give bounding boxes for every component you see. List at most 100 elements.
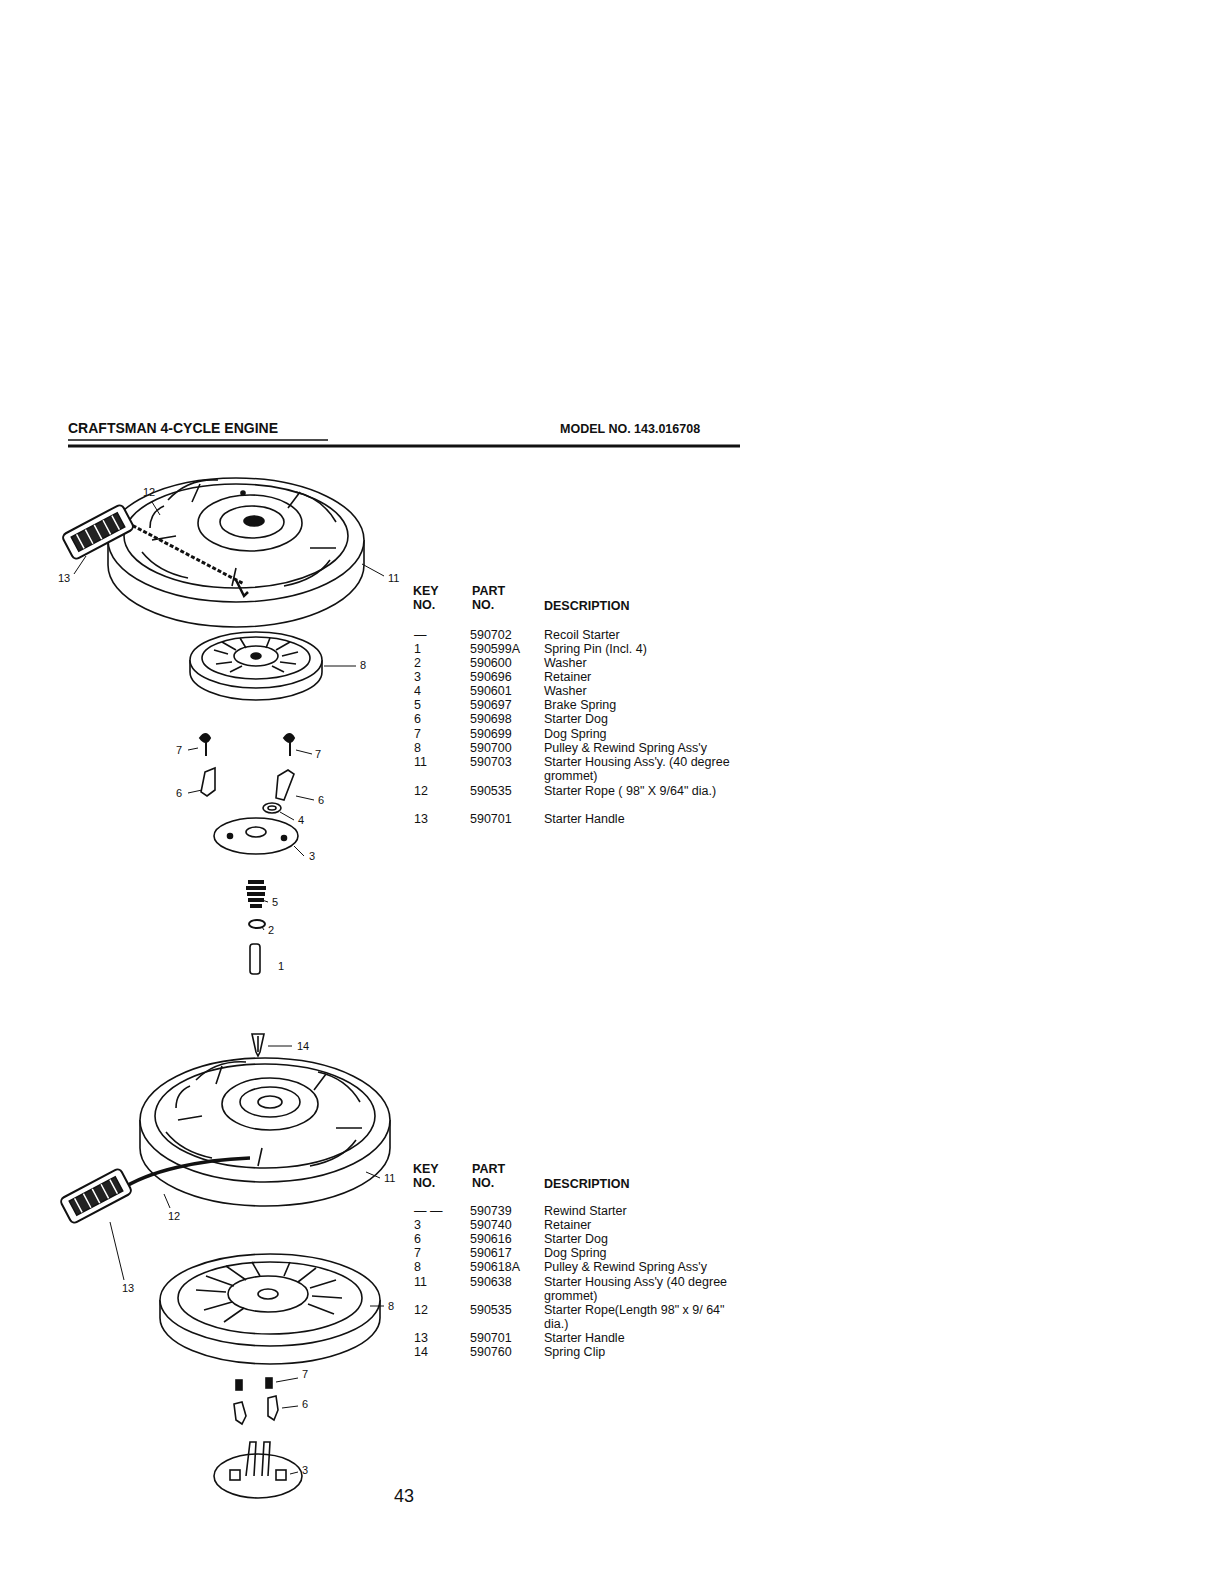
table-cell: 590616	[470, 1232, 512, 1246]
table-cell: 11	[414, 1275, 427, 1289]
table-cell: 12	[414, 784, 428, 798]
callout-number: 12	[143, 486, 155, 498]
table-cell: 590535	[470, 1303, 512, 1317]
starter-housing	[140, 1058, 390, 1206]
table-cell: 6	[414, 1232, 421, 1246]
table-cell: 3	[414, 1218, 421, 1232]
table-cell: 590698	[470, 712, 512, 726]
table-cell: 3	[414, 670, 421, 684]
table-cell: 7	[414, 1246, 421, 1260]
table-cell: 590702	[470, 628, 512, 642]
column-header: PART NO.	[472, 584, 512, 612]
table-cell: 590700	[470, 741, 512, 755]
callout-number: 11	[384, 1172, 395, 1184]
table-cell: 590701	[470, 812, 512, 826]
table-cell: Starter Housing Ass'y (40 degree grommet…	[544, 1275, 740, 1303]
table-cell: Starter Dog	[544, 712, 740, 726]
starter-dog	[201, 768, 294, 800]
leader-lines	[110, 1172, 384, 1474]
table-cell: Dog Spring	[544, 727, 740, 741]
callout-number: 11	[388, 572, 399, 584]
table-cell: 13	[414, 812, 428, 826]
table-cell: 590739	[470, 1204, 512, 1218]
starter-dog	[234, 1396, 278, 1424]
page-number: 43	[394, 1486, 414, 1506]
table-cell: 14	[414, 1345, 428, 1359]
column-header: KEY NO.	[413, 584, 445, 612]
table-cell: Starter Handle	[544, 812, 740, 826]
table-cell: 590740	[470, 1218, 512, 1232]
page-title: CRAFTSMAN 4-CYCLE ENGINE	[68, 421, 278, 435]
callout-number: 14	[297, 1040, 309, 1052]
table-cell: 12	[414, 1303, 428, 1317]
table-cell: 2	[414, 656, 421, 670]
table-cell: Dog Spring	[544, 1246, 740, 1260]
table-cell: Spring Pin (Incl. 4)	[544, 642, 740, 656]
column-header: DESCRIPTION	[544, 599, 629, 613]
table-cell: 4	[414, 684, 421, 698]
table-cell: 590535	[470, 784, 512, 798]
callout-number: 4	[298, 814, 304, 826]
table-cell: Retainer	[544, 670, 740, 684]
table-cell: 590703	[470, 755, 512, 769]
table-cell: 590699	[470, 727, 512, 741]
table-cell: 590600	[470, 656, 512, 670]
table-cell: 590638	[470, 1275, 512, 1289]
table-cell: Starter Rope(Length 98" x 9/ 64" dia.)	[544, 1303, 740, 1331]
starter-rope	[120, 1158, 250, 1190]
callout-number: 7	[302, 1368, 308, 1380]
callout-number: 3	[309, 850, 315, 862]
table-cell: 7	[414, 727, 421, 741]
table-cell: Retainer	[544, 1218, 740, 1232]
pulley	[160, 1254, 380, 1364]
model-number: MODEL NO. 143.016708	[560, 422, 700, 436]
starter-housing	[108, 478, 364, 627]
callout-number: 7	[176, 744, 182, 756]
table-cell: 590601	[470, 684, 512, 698]
dog-spring	[236, 1378, 272, 1390]
table-cell: 590617	[470, 1246, 512, 1260]
callout-number: 3	[302, 1464, 308, 1476]
table-cell: —	[414, 628, 427, 642]
table-cell: Recoil Starter	[544, 628, 740, 642]
retainer	[214, 818, 298, 854]
table-cell: 590618A	[470, 1260, 520, 1274]
dog-spring	[200, 734, 294, 756]
washer	[263, 803, 281, 813]
leader-lines	[74, 502, 384, 930]
callout-number: 5	[272, 896, 278, 908]
callout-number: 13	[58, 572, 70, 584]
callout-number: 6	[318, 794, 324, 806]
table-cell: 590599A	[470, 642, 520, 656]
starter-rope	[122, 520, 244, 584]
table-cell: 590697	[470, 698, 512, 712]
table-cell: Starter Rope ( 98" X 9/64" dia.)	[544, 784, 740, 798]
retainer	[214, 1442, 302, 1498]
brake-spring	[246, 882, 266, 906]
table-cell: Washer	[544, 656, 740, 670]
starter-handle	[61, 504, 134, 561]
title-underline	[68, 439, 328, 440]
table-cell: 8	[414, 741, 421, 755]
callout-number: 6	[302, 1398, 308, 1410]
table-cell: Starter Housing Ass'y. (40 degree gromme…	[544, 755, 740, 783]
table-cell: 590760	[470, 1345, 512, 1359]
table-cell: Pulley & Rewind Spring Ass'y	[544, 741, 740, 755]
callout-number: 1	[278, 960, 284, 972]
callout-number: 8	[388, 1300, 394, 1312]
callout-number: 12	[168, 1210, 180, 1222]
table-cell: 590701	[470, 1331, 512, 1345]
table-cell: 590696	[470, 670, 512, 684]
table-cell: 8	[414, 1260, 421, 1274]
pulley	[190, 632, 322, 700]
table-cell: Pulley & Rewind Spring Ass'y	[544, 1260, 740, 1274]
starter-handle	[59, 1168, 132, 1225]
column-header: PART NO.	[472, 1162, 512, 1190]
spring-pin	[250, 944, 260, 974]
table-cell: Spring Clip	[544, 1345, 740, 1359]
table-cell: Washer	[544, 684, 740, 698]
column-header: KEY NO.	[413, 1162, 445, 1190]
washer	[249, 920, 265, 928]
spring-clip	[252, 1034, 292, 1056]
